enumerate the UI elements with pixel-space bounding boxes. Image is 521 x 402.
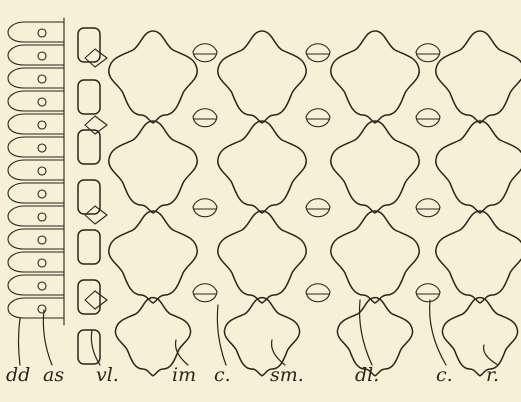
dd-cell-4 bbox=[8, 114, 64, 134]
vl-plate-4 bbox=[78, 230, 100, 264]
dd-cell-9 bbox=[8, 229, 64, 249]
vl-diamond-0 bbox=[85, 49, 107, 67]
vl-plate-2 bbox=[78, 130, 100, 164]
scale-c0-r2 bbox=[109, 211, 197, 303]
scale-c1-r2 bbox=[218, 211, 306, 303]
scale-c3-r2 bbox=[436, 211, 521, 303]
as-pore-7 bbox=[38, 190, 46, 198]
connector-plate-3 bbox=[193, 199, 217, 217]
as-pore-12 bbox=[38, 305, 46, 313]
scale-c0-r0 bbox=[109, 31, 197, 123]
vl-diamond-3 bbox=[85, 291, 107, 309]
label-as: as bbox=[43, 364, 64, 386]
dd-cell-8 bbox=[8, 206, 64, 226]
vl-diamond-2 bbox=[85, 206, 107, 224]
scale-c2-r2 bbox=[331, 211, 419, 303]
as-pore-3 bbox=[38, 98, 46, 106]
as-pore-9 bbox=[38, 236, 46, 244]
connector-plate-8 bbox=[416, 284, 440, 302]
label-r: r. bbox=[486, 364, 499, 386]
dd-cell-10 bbox=[8, 252, 64, 272]
as-pore-6 bbox=[38, 167, 46, 175]
vl-plate-1 bbox=[78, 80, 100, 114]
connector-plate-2 bbox=[416, 109, 440, 127]
as-pore-0 bbox=[38, 29, 46, 37]
label-vl: vl. bbox=[96, 364, 119, 386]
scale-c3-r1 bbox=[436, 121, 521, 213]
scale-c1-r1 bbox=[218, 121, 306, 213]
as-pore-8 bbox=[38, 213, 46, 221]
scale-c3-r3 bbox=[442, 298, 517, 376]
as-pore-4 bbox=[38, 121, 46, 129]
connector-plate-6 bbox=[193, 284, 217, 302]
dd-cell-0 bbox=[8, 22, 64, 42]
connector-plate-5 bbox=[416, 199, 440, 217]
label-c-outer: c. bbox=[436, 364, 453, 386]
scale-c3-r0 bbox=[436, 31, 521, 123]
top-connector-plate-0 bbox=[193, 44, 217, 62]
dd-cell-1 bbox=[8, 45, 64, 65]
top-connector-plate-1 bbox=[306, 44, 330, 62]
dd-cell-3 bbox=[8, 91, 64, 111]
connector-plate-4 bbox=[306, 199, 330, 217]
vl-diamond-1 bbox=[85, 116, 107, 134]
as-pore-10 bbox=[38, 259, 46, 267]
dd-cell-12 bbox=[8, 298, 64, 318]
leader-line-8 bbox=[484, 345, 498, 365]
dd-cell-6 bbox=[8, 160, 64, 180]
leader-line-0 bbox=[19, 318, 21, 365]
vl-plate-3 bbox=[78, 180, 100, 214]
label-im: im bbox=[172, 364, 196, 386]
scale-c0-r1 bbox=[109, 121, 197, 213]
as-pore-2 bbox=[38, 75, 46, 83]
as-pore-11 bbox=[38, 282, 46, 290]
connector-plate-0 bbox=[193, 109, 217, 127]
connector-plate-1 bbox=[306, 109, 330, 127]
label-dd: dd bbox=[6, 364, 30, 386]
dd-cell-11 bbox=[8, 275, 64, 295]
as-pore-5 bbox=[38, 144, 46, 152]
dd-cell-5 bbox=[8, 137, 64, 157]
label-c-inner: c. bbox=[214, 364, 231, 386]
scale-c2-r1 bbox=[331, 121, 419, 213]
label-dl: dl. bbox=[355, 364, 379, 386]
dd-cell-7 bbox=[8, 183, 64, 203]
as-pore-1 bbox=[38, 52, 46, 60]
leader-line-2 bbox=[91, 330, 100, 365]
label-sm: sm. bbox=[270, 364, 304, 386]
leader-line-7 bbox=[430, 300, 446, 365]
connector-plate-7 bbox=[306, 284, 330, 302]
scale-c1-r0 bbox=[218, 31, 306, 123]
dd-cell-2 bbox=[8, 68, 64, 88]
leader-line-3 bbox=[176, 340, 189, 365]
vl-plate-0 bbox=[78, 28, 100, 62]
top-connector-plate-2 bbox=[416, 44, 440, 62]
scale-c2-r0 bbox=[331, 31, 419, 123]
